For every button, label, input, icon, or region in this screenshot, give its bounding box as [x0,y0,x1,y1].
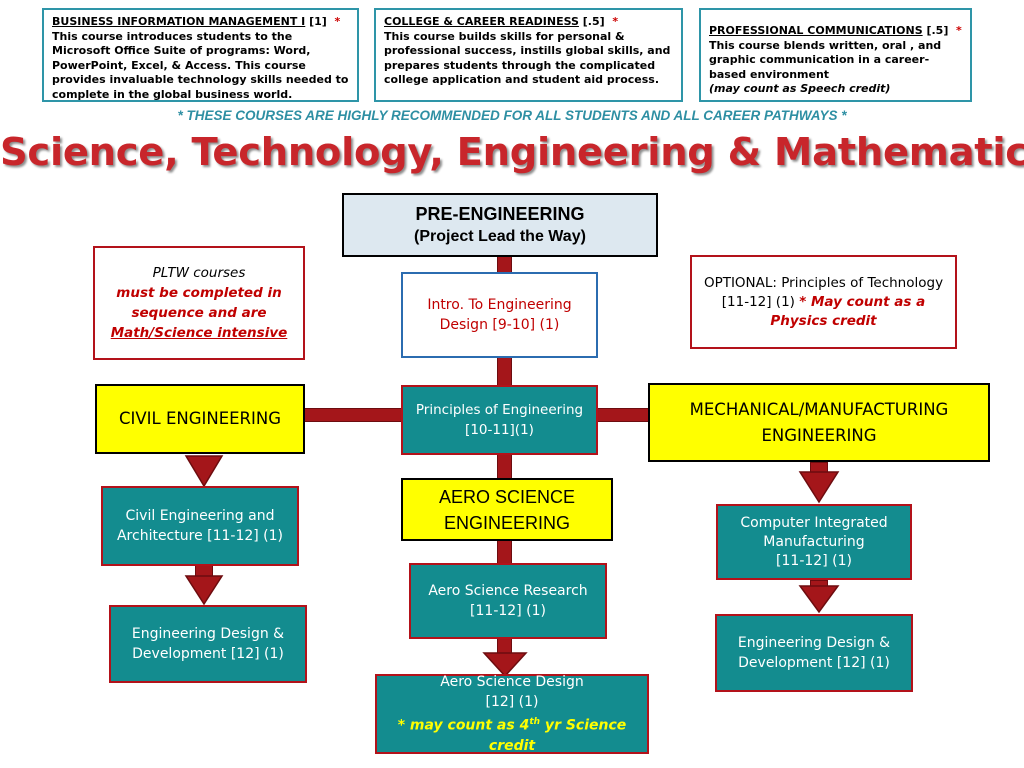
course-credit: [.5] [926,24,949,37]
aero-science-credit-note: * may count as 4th yr Science credit [381,712,643,756]
pre-engineering-subtitle: (Project Lead the Way) [414,228,586,245]
connector-branch-right [598,408,650,422]
aero-engineering-title: AERO SCIENCE [438,486,576,507]
mechanical-course-cim: Computer Integrated Manufacturing [11-12… [716,504,912,580]
course-box-professional-communications: PROFESSIONAL COMMUNICATIONS [.5] * This … [699,8,972,102]
course-title: COLLEGE & CAREER READINESS [384,15,579,28]
recommended-star: * [334,15,341,28]
course-line: [11-12] (1) [470,603,546,619]
intro-course-line: Intro. To Engineering [427,297,572,313]
course-line: Manufacturing [763,533,865,550]
intro-engineering-box: Intro. To Engineering Design [9-10] (1) [401,272,598,358]
course-line: Computer Integrated [740,514,888,531]
aero-engineering-label: AERO SCIENCE ENGINEERING [401,478,613,541]
course-box-business-info-mgmt: BUSINESS INFORMATION MANAGEMENT I [1] * … [42,8,359,102]
pre-engineering-title: PRE-ENGINEERING [415,204,585,224]
civil-course-design-development: Engineering Design & Development [12] (1… [109,605,307,683]
arrow-down-icon [798,585,840,614]
course-line: Engineering Design & [131,626,285,642]
note-text: * may count as 4 [397,717,530,734]
civil-engineering-title: CIVIL ENGINEERING [118,409,282,428]
course-description: This course builds skills for personal &… [384,29,671,87]
note-text: yr Science credit [488,717,627,754]
mechanical-course-design-development: Engineering Design & Development [12] (1… [715,614,913,692]
course-line: Aero Science Design [440,674,584,691]
optional-course-credit: [11-12] (1) [721,293,795,310]
course-line: Civil Engineering and [125,508,275,524]
course-note: (may count as Speech credit) [709,82,891,95]
arrow-down-icon [184,455,224,488]
course-line: Aero Science Research [428,583,588,599]
course-line: [11-12] (1) [776,552,852,569]
course-line: Engineering Design & [737,635,891,651]
pltw-note-line: Math/Science intensive [110,325,288,341]
mechanical-engineering-label: MECHANICAL/MANUFACTURING ENGINEERING [648,383,990,462]
course-credit: [1] [309,15,327,28]
aero-engineering-title: ENGINEERING [443,512,571,533]
course-credit: [.5] [582,15,605,28]
principles-course-line: Principles of Engineering [415,402,584,418]
optional-course-title: OPTIONAL: Principles of Technology [703,274,944,291]
page-title: Science, Technology, Engineering & Mathe… [0,130,1024,175]
course-title: BUSINESS INFORMATION MANAGEMENT I [52,15,306,28]
note-sup: th [529,717,541,728]
connector-branch-left [305,408,401,422]
mechanical-engineering-title: MECHANICAL/MANUFACTURING [689,399,949,419]
mechanical-engineering-title: ENGINEERING [761,425,877,445]
course-description: This course blends written, oral , and g… [709,38,942,81]
arrow-down-icon [798,471,840,504]
connector-spine [497,356,512,386]
pltw-note-line: must be completed in sequence and are [116,285,282,321]
course-line: Architecture [11-12] (1) [116,528,284,544]
aero-course-research: Aero Science Research [11-12] (1) [409,563,607,639]
aero-course-design: Aero Science Design [12] (1) * may count… [375,674,649,754]
connector-spine [497,452,512,479]
recommended-star: * [612,15,619,28]
course-title: PROFESSIONAL COMMUNICATIONS [709,24,923,37]
pltw-note-line: PLTW courses [152,265,246,281]
civil-course-architecture: Civil Engineering and Architecture [11-1… [101,486,299,566]
pre-engineering-box: PRE-ENGINEERING (Project Lead the Way) [342,193,658,257]
course-line: [12] (1) [485,694,539,711]
recommendation-banner: * THESE COURSES ARE HIGHLY RECOMMENDED F… [177,108,847,123]
optional-course-box: OPTIONAL: Principles of Technology [11-1… [690,255,957,349]
civil-engineering-label: CIVIL ENGINEERING [95,384,305,454]
pltw-note-box: PLTW courses must be completed in sequen… [93,246,305,360]
course-box-college-career: COLLEGE & CAREER READINESS [.5] * This c… [374,8,683,102]
course-line: Development [12] (1) [132,646,284,662]
arrow-down-icon [482,652,528,678]
optional-course-note: * May count as a Physics credit [770,293,926,329]
course-line: Development [12] (1) [738,655,890,671]
principles-engineering-box: Principles of Engineering [10-11](1) [401,385,598,455]
course-description: This course introduces students to the M… [52,29,349,101]
intro-course-line: Design [9-10] (1) [439,317,560,333]
arrow-down-icon [184,575,224,606]
principles-course-line: [10-11](1) [465,422,534,438]
recommended-star: * [956,24,962,37]
